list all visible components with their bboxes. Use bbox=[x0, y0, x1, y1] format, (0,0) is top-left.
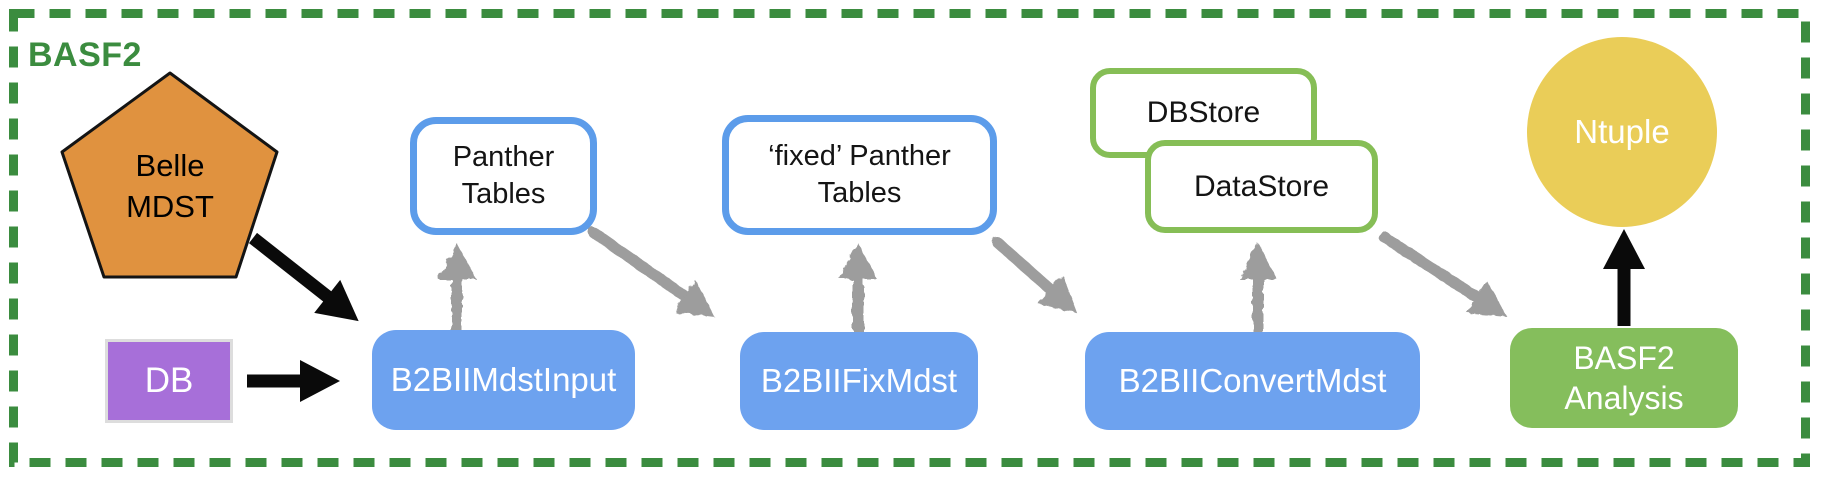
datastore-label: DataStore bbox=[1193, 169, 1330, 203]
dbstore-label: DBStore bbox=[1146, 96, 1261, 129]
belle-mdst-line2: MDST bbox=[126, 188, 214, 224]
node-b2bii-fix-mdst: B2BIIFixMdst bbox=[740, 332, 978, 430]
b2bii-mdst-input-label: B2BIIMdstInput bbox=[390, 361, 617, 398]
fixed-panther-line1: ‘fixed’ Panther bbox=[768, 139, 951, 172]
node-basf2-analysis: BASF2 Analysis bbox=[1510, 328, 1738, 428]
belle-mdst-line1: Belle bbox=[135, 148, 205, 183]
node-datastore: DataStore bbox=[1145, 140, 1378, 233]
node-fixed-panther-tables: ‘fixed’ Panther Tables bbox=[722, 115, 997, 235]
black-arrows bbox=[247, 229, 1645, 402]
node-b2bii-convert-mdst: B2BIIConvertMdst bbox=[1085, 332, 1420, 430]
arrow-panther-to-fixmdst bbox=[587, 226, 715, 318]
db-label: DB bbox=[144, 361, 194, 400]
basf2-analysis-line1: BASF2 bbox=[1573, 340, 1675, 376]
belle-mdst-pentagon-shape bbox=[60, 71, 279, 279]
node-panther-tables: Panther Tables bbox=[410, 117, 597, 235]
b2bii-fix-mdst-label: B2BIIFixMdst bbox=[760, 362, 958, 399]
basf2-analysis-line2: Analysis bbox=[1564, 380, 1684, 416]
ntuple-label: Ntuple bbox=[1574, 113, 1670, 150]
arrow-datastore-to-analysis bbox=[1378, 231, 1508, 318]
node-db: DB bbox=[105, 339, 233, 423]
node-belle-mdst-label: Belle MDST bbox=[70, 146, 270, 228]
node-b2bii-mdst-input: B2BIIMdstInput bbox=[372, 330, 635, 430]
gray-sketch-arrows bbox=[438, 226, 1508, 338]
arrow-fixedpanther-to-convertmdst bbox=[991, 236, 1078, 314]
panther-tables-line2: Tables bbox=[461, 178, 546, 210]
panther-tables-line1: Panther bbox=[452, 140, 555, 173]
arrow-pentagon-to-mdstinput bbox=[248, 232, 359, 322]
node-ntuple: Ntuple bbox=[1527, 37, 1717, 227]
dashed-frame-border bbox=[9, 9, 1810, 467]
fixed-panther-line2: Tables bbox=[817, 177, 902, 209]
b2bii-convert-mdst-label: B2BIIConvertMdst bbox=[1118, 362, 1387, 399]
frame-title: BASF2 bbox=[28, 36, 142, 74]
